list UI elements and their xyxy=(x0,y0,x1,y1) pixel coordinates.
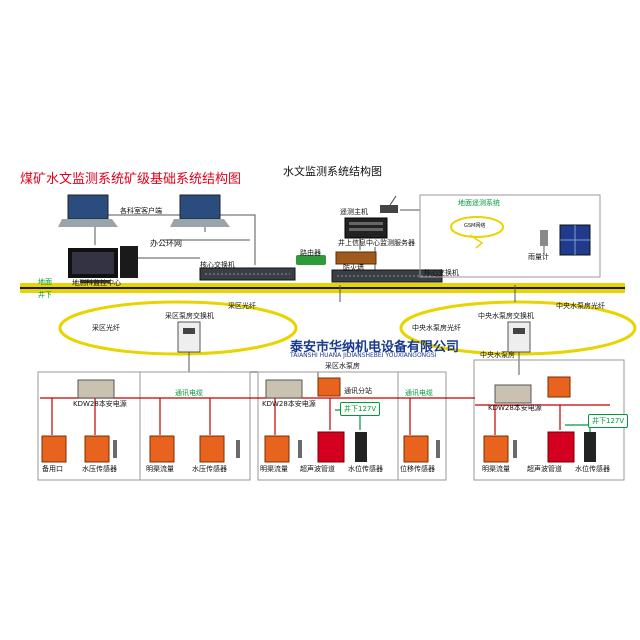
server-icon xyxy=(344,217,388,239)
gsm-label: GSM网络 xyxy=(464,223,486,229)
power-supply-icon xyxy=(77,379,115,399)
ring-left-fiber-label: 采区光纤 xyxy=(92,324,120,332)
ring-right-switch-label: 中央水泵房交换机 xyxy=(478,312,534,320)
firewall-label: 防火墙 xyxy=(343,264,364,272)
laptop-icon xyxy=(58,194,118,227)
firewall-icon xyxy=(335,251,377,265)
comm-branch-label: 通讯分站 xyxy=(344,387,372,395)
device-label: 水压传感器 xyxy=(82,465,117,473)
monitor-icon xyxy=(149,435,175,463)
clients-label: 各科室客户端 xyxy=(120,207,162,215)
device-label: 超声波管道 xyxy=(300,465,335,473)
info-center-label: 井上信息中心监测服务器 xyxy=(338,239,415,247)
core-switch-right-label: 核心交换机 xyxy=(424,269,459,277)
monitor-center-label: 地测科监控中心 xyxy=(72,279,121,287)
laptop-icon xyxy=(170,194,230,227)
switch-icon xyxy=(199,267,296,281)
monitor-icon xyxy=(41,435,67,463)
ring-right-fiber-label: 中央水泵房光纤 xyxy=(412,324,461,332)
pump-room-left-label: 采区水泵房 xyxy=(325,362,360,370)
ring-right-top-label: 中央水泵房光纤 xyxy=(556,302,605,310)
device-label: 明渠流量 xyxy=(260,465,288,473)
rain-gauge-icon xyxy=(540,230,548,255)
comm-cable-label-2: 通讯电缆 xyxy=(405,389,433,397)
core-switch-left-label: 核心交换机 xyxy=(200,261,235,269)
device-label: 位移传感器 xyxy=(400,465,435,473)
device-label: 水位传感器 xyxy=(575,465,610,473)
monitor-icon xyxy=(483,435,509,463)
device-label: 超声波管道 xyxy=(527,465,562,473)
ring-left-label: 采区光纤 xyxy=(228,302,256,310)
comm-station-icon xyxy=(547,376,571,398)
remote-system-label: 地面遥测系统 xyxy=(458,199,500,207)
switch-icon xyxy=(331,269,443,283)
antenna-icon xyxy=(380,195,398,213)
company-name-en: TAIANSHI HUANA JIDIANSHEBEI YOUXIANGONGS… xyxy=(290,352,437,359)
ground-label: 地面 xyxy=(38,278,52,286)
office-net-label: 办公环网 xyxy=(150,239,182,248)
ring-right xyxy=(399,300,637,356)
ring-switch-icon xyxy=(177,321,201,353)
monitor-icon xyxy=(84,435,110,463)
comm-station-icon xyxy=(317,377,341,397)
power-supply-icon xyxy=(494,384,532,404)
router-label: 路由器 xyxy=(300,249,321,257)
desktop-computer-icon xyxy=(68,246,138,283)
power-127-tag-2: 井下127V xyxy=(588,414,629,428)
router-icon xyxy=(296,255,326,265)
ring-switch-icon xyxy=(507,321,531,353)
device-label: 备用口 xyxy=(42,465,63,473)
power-label-1: KDW28本安电源 xyxy=(73,400,127,408)
monitor-icon xyxy=(264,435,290,463)
underground-label: 井下 xyxy=(38,291,52,299)
page-title: 煤矿水文监测系统矿级基础系统结构图 xyxy=(20,172,242,187)
comm-cable-label-1: 通讯电缆 xyxy=(175,389,203,397)
ring-left xyxy=(58,300,298,356)
remote-host-label: 遥测主机 xyxy=(340,208,368,216)
power-127-tag-1: 井下127V xyxy=(340,402,381,416)
monitor-icon xyxy=(317,431,345,463)
device-label: 水压传感器 xyxy=(192,465,227,473)
solar-panel-icon xyxy=(559,224,591,256)
device-label: 明渠流量 xyxy=(482,465,510,473)
rain-gauge-label: 雨量计 xyxy=(528,253,549,261)
power-label-2: KDW28本安电源 xyxy=(262,400,316,408)
power-supply-icon xyxy=(265,379,303,399)
pump-room-right-label: 中央水泵房 xyxy=(480,351,515,359)
gsm-network-icon xyxy=(450,216,504,249)
monitor-icon xyxy=(403,435,429,463)
ring-left-switch-label: 采区泵房交换机 xyxy=(165,312,214,320)
device-label: 水位传感器 xyxy=(348,465,383,473)
monitor-icon xyxy=(547,431,575,463)
power-label-3: KDW28本安电源 xyxy=(488,404,542,412)
diagram-title: 水文监测系统结构图 xyxy=(283,165,382,178)
device-label: 明渠流量 xyxy=(146,465,174,473)
monitor-icon xyxy=(199,435,225,463)
sensor-icon xyxy=(113,432,596,462)
company-name: 泰安市华纳机电设备有限公司 xyxy=(290,340,460,355)
